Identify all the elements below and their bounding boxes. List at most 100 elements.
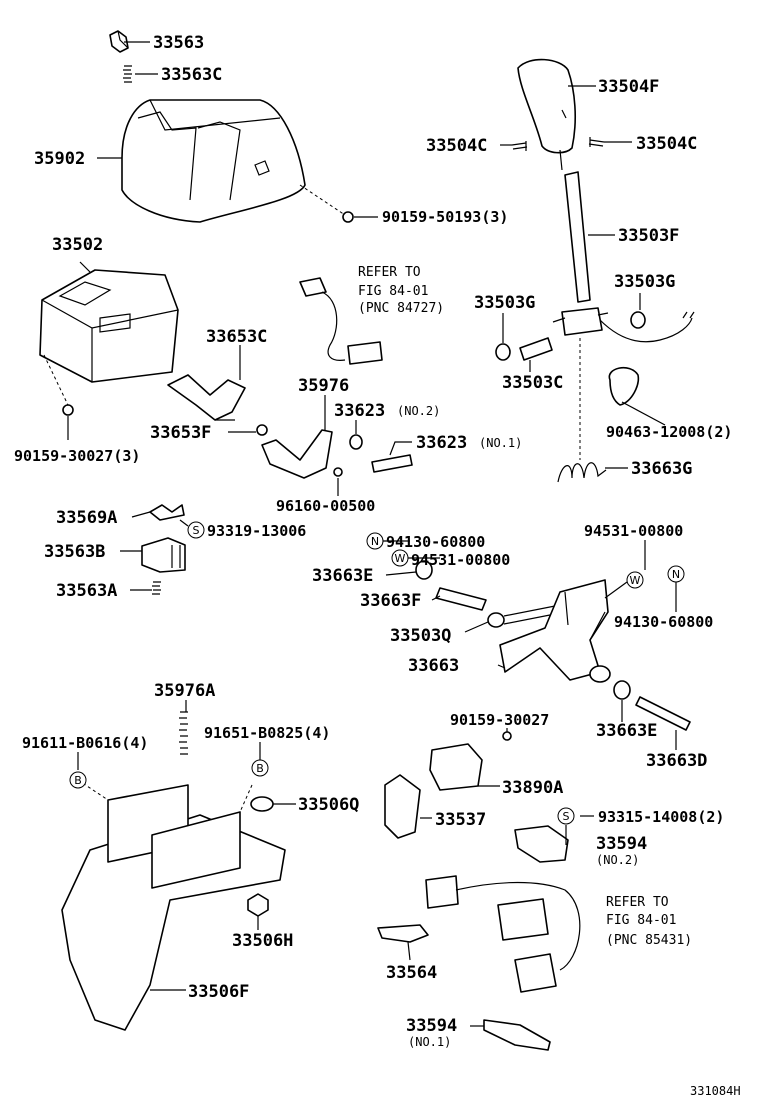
- part-33503Q-bolt: [487, 605, 556, 628]
- part-33569A-clip: [149, 504, 185, 521]
- label-33594-no1: 33594: [406, 1016, 457, 1036]
- label-90159-50193: 90159-50193(3): [382, 208, 508, 226]
- svg-text:W: W: [630, 574, 641, 587]
- part-33506F-bracket: [61, 779, 286, 1031]
- refer-84727-line3: (PNC 84727): [358, 301, 444, 316]
- refer-note-85431: REFER TO FIG 84-01 (PNC 85431): [606, 895, 692, 948]
- symbol-w-2: W: [626, 571, 644, 589]
- refer-note-84727: REFER TO FIG 84-01 (PNC 84727): [358, 265, 444, 316]
- label-33506Q: 33506Q: [298, 795, 359, 815]
- part-35976A-spring: [179, 711, 188, 755]
- label-33563A: 33563A: [56, 581, 117, 601]
- symbol-b-1: B: [69, 771, 87, 789]
- label-33594-no2: 33594: [596, 834, 647, 854]
- label-33594-no2-tag: (NO.2): [596, 853, 639, 867]
- diagram-code: 331084H: [690, 1084, 741, 1098]
- part-33506Q-grommet: [250, 796, 274, 812]
- symbol-b-2: B: [251, 759, 269, 777]
- label-90159-30027: 90159-30027: [450, 711, 549, 729]
- part-33594-no1-plate: [483, 1019, 551, 1051]
- label-33623-no2: 33623: [334, 401, 385, 421]
- label-33503G-right: 33503G: [614, 272, 675, 292]
- label-96160-00500: 96160-00500: [276, 497, 375, 515]
- svg-text:B: B: [256, 762, 264, 775]
- label-35976: 35976: [298, 376, 349, 396]
- refer-85431-line2: FIG 84-01: [606, 913, 676, 928]
- label-33564: 33564: [386, 963, 437, 983]
- symbol-w-1: W: [391, 549, 409, 567]
- part-harness-pnc-85431: [425, 875, 581, 993]
- label-35976A: 35976A: [154, 681, 215, 701]
- part-33623-parts: [333, 434, 413, 477]
- label-33504C-left: 33504C: [426, 136, 487, 156]
- label-33663E-a: 33663E: [312, 566, 373, 586]
- label-33663E-b: 33663E: [596, 721, 657, 741]
- label-94130-60800-a: 94130-60800: [386, 533, 485, 551]
- refer-84727-line2: FIG 84-01: [358, 284, 428, 299]
- label-33890A: 33890A: [502, 778, 563, 798]
- label-33663G: 33663G: [631, 459, 692, 479]
- part-33506H-nut: [247, 893, 269, 917]
- symbol-n-1: N: [366, 532, 384, 550]
- part-35976-lever: [261, 429, 333, 479]
- part-90463-clamp: [608, 366, 640, 406]
- part-33504C-screws: [511, 137, 605, 151]
- label-33506F: 33506F: [188, 982, 249, 1002]
- label-33563B: 33563B: [44, 542, 105, 562]
- svg-text:N: N: [672, 568, 680, 581]
- label-33563: 33563: [153, 33, 204, 53]
- label-33502: 33502: [52, 235, 103, 255]
- label-33663: 33663: [408, 656, 459, 676]
- refer-84727-line1: REFER TO: [358, 265, 421, 280]
- refer-85431-line1: REFER TO: [606, 895, 669, 910]
- part-90159-30027-lower: [502, 731, 512, 741]
- part-33563A-spring: [152, 581, 161, 595]
- label-33503C: 33503C: [502, 373, 563, 393]
- part-33663D-bolt: [635, 696, 691, 731]
- refer-85431-line3: (PNC 85431): [606, 933, 692, 948]
- label-33503G-left: 33503G: [474, 293, 535, 313]
- part-33564-lever: [377, 924, 429, 943]
- label-94531-00800-a: 94531-00800: [411, 551, 510, 569]
- label-33663D: 33663D: [646, 751, 707, 771]
- label-91651-B0825: 91651-B0825(4): [204, 724, 330, 742]
- label-33504C-right: 33504C: [636, 134, 697, 154]
- label-33653F: 33653F: [150, 423, 211, 443]
- symbol-n-2: N: [667, 565, 685, 583]
- label-33663F: 33663F: [360, 591, 421, 611]
- label-91611-B0616: 91611-B0616(4): [22, 734, 148, 752]
- label-33569A: 33569A: [56, 508, 117, 528]
- part-33663-bracket: [499, 579, 611, 683]
- part-33594-no2-bracket: [514, 825, 569, 863]
- part-33502-indicator-housing: [39, 269, 179, 406]
- leader-lines: [67, 41, 677, 1027]
- label-33594-no1-tag: (NO.1): [408, 1035, 451, 1049]
- symbol-s-2: S: [557, 807, 575, 825]
- part-33537-retainer: [384, 774, 421, 839]
- part-33563-button: [109, 30, 129, 53]
- label-33563C: 33563C: [161, 65, 222, 85]
- label-33506H: 33506H: [232, 931, 293, 951]
- label-33537: 33537: [435, 810, 486, 830]
- part-33663E-collars: [415, 560, 631, 700]
- label-94531-00800-b: 94531-00800: [584, 522, 683, 540]
- label-33503F: 33503F: [618, 226, 679, 246]
- symbol-s-1: S: [187, 521, 205, 539]
- part-90159-50193-screw: [342, 211, 354, 223]
- label-93315-14008: 93315-14008(2): [598, 808, 724, 826]
- part-33890A-switch: [429, 743, 483, 791]
- part-connector-pnc-84727: [299, 277, 383, 365]
- svg-text:W: W: [395, 552, 406, 565]
- part-90159-30027-screw: [62, 404, 74, 416]
- part-33663G-spring: [557, 462, 607, 483]
- label-94130-60800-b: 94130-60800: [614, 613, 713, 631]
- label-35902: 35902: [34, 149, 85, 169]
- part-33503G-bushings: [495, 311, 646, 361]
- label-93319-13006: 93319-13006: [207, 522, 306, 540]
- label-33623-no1: 33623: [416, 433, 467, 453]
- label-90159-30027-3: 90159-30027(3): [14, 447, 140, 465]
- part-35902-console-cover: [121, 99, 346, 223]
- label-33503Q: 33503Q: [390, 626, 451, 646]
- svg-text:N: N: [371, 535, 379, 548]
